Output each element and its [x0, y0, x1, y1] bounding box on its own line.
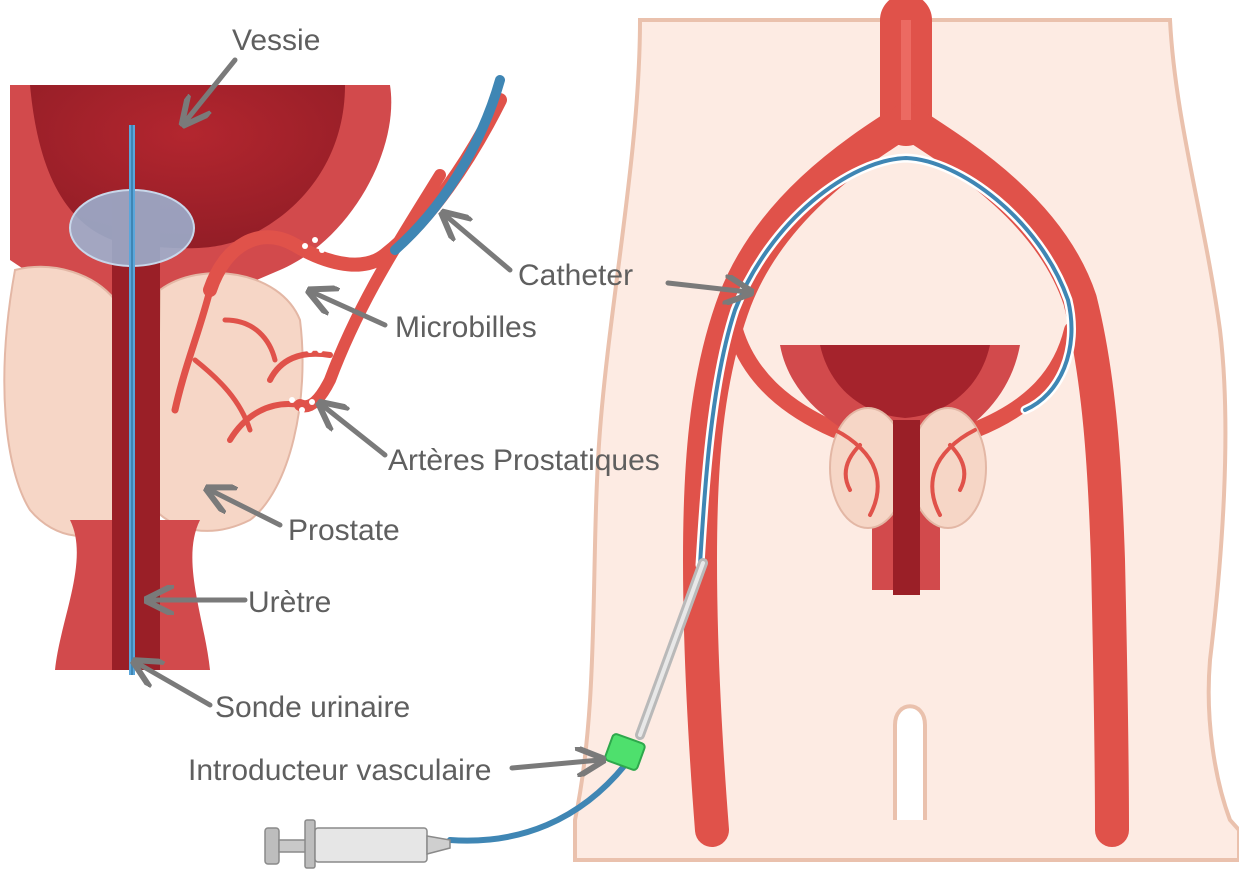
label-vessie: Vessie: [232, 24, 320, 57]
prostate-lobe-left: [4, 267, 120, 536]
label-arteres-prostatiques: Artères Prostatiques: [388, 444, 660, 477]
groin-crease: [895, 706, 925, 820]
label-prostate: Prostate: [288, 514, 400, 547]
label-microbilles: Microbilles: [395, 311, 537, 344]
label-uretre: Urètre: [248, 586, 331, 619]
label-catheter: Catheter: [518, 259, 633, 292]
label-introducteur-vasculaire: Introducteur vasculaire: [188, 754, 492, 787]
pelvis-view: [575, 20, 1239, 860]
label-sonde-urinaire: Sonde urinaire: [215, 691, 410, 724]
